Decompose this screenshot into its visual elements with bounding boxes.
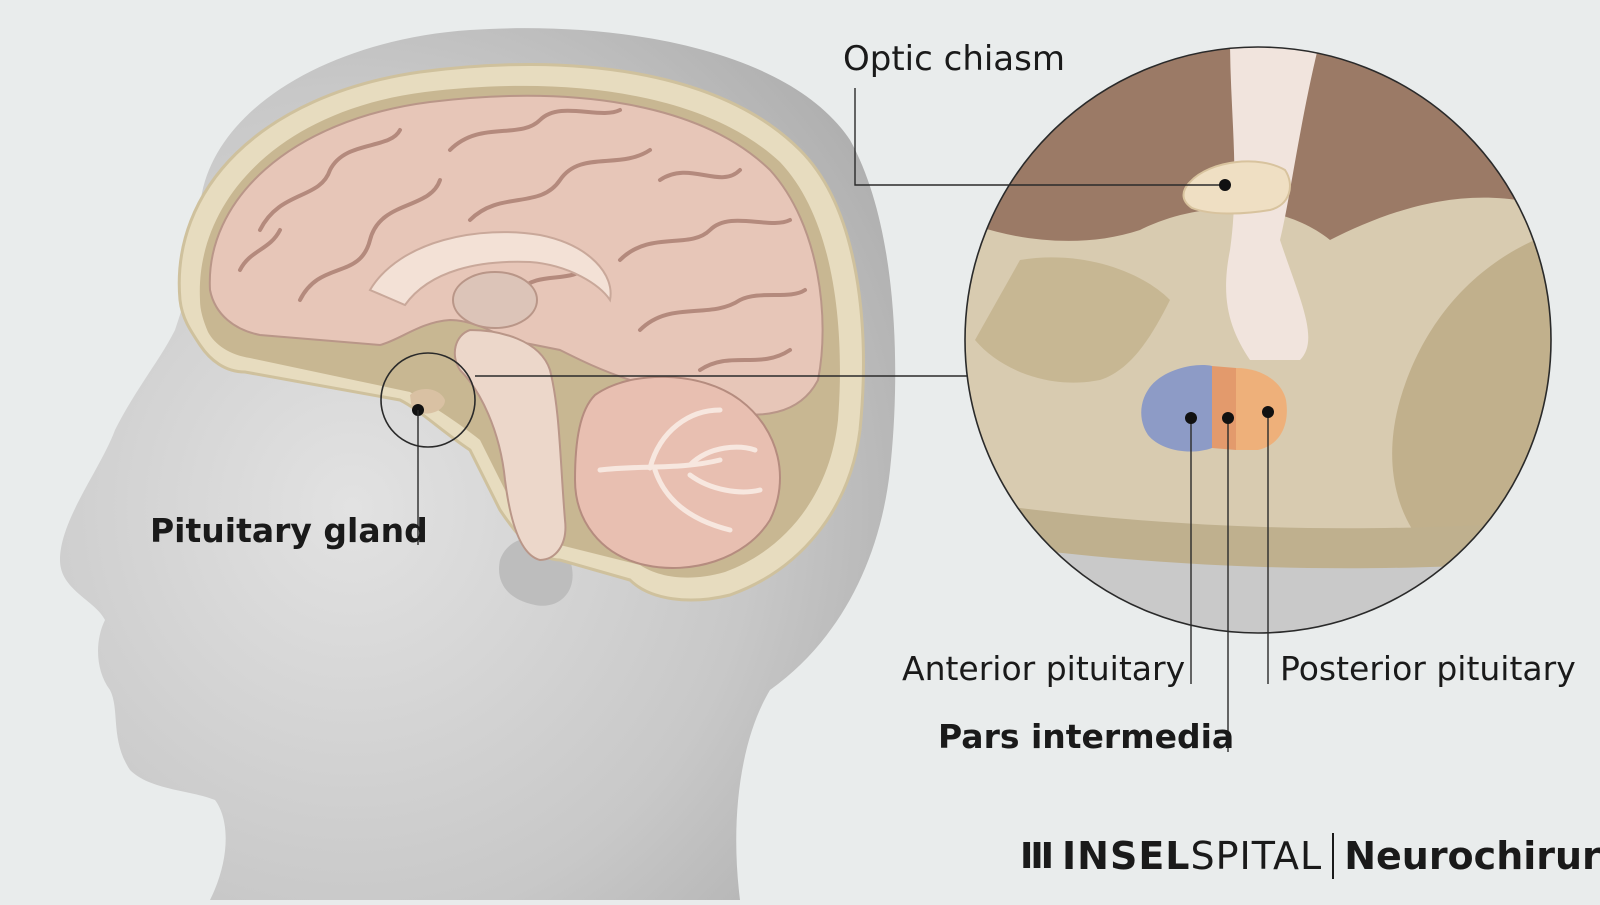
corpus-callosum xyxy=(368,231,612,307)
pituitary-gland-label: Pituitary gland xyxy=(150,511,428,550)
logo-separator xyxy=(1332,833,1335,879)
optic-chiasm-leader xyxy=(854,88,1225,186)
anterior-lobe xyxy=(1141,365,1212,452)
pars-dot xyxy=(1222,412,1234,424)
anterior-pituitary-label: Anterior pituitary xyxy=(902,649,1186,688)
brainstem xyxy=(453,328,567,562)
anterior-dot xyxy=(1185,412,1197,424)
pituitary-circle xyxy=(380,352,476,448)
logo-mark-icon: Ⅲ xyxy=(1020,835,1055,877)
optic-chiasm-dot xyxy=(1219,179,1231,191)
posterior-pituitary-label: Posterior pituitary xyxy=(1280,649,1576,688)
pars-intermedia-lobe xyxy=(1212,366,1236,450)
optic-chiasm-shape xyxy=(1182,160,1291,215)
cerebellum xyxy=(573,375,781,569)
logo-text-insel: INSEL xyxy=(1062,834,1191,878)
logo-department: Neurochirurgie xyxy=(1344,834,1600,878)
pars-intermedia-label: Pars intermedia xyxy=(938,717,1235,756)
optic-chiasm-label: Optic chiasm xyxy=(843,39,1065,79)
thalamus xyxy=(452,271,538,329)
arbor-vitae xyxy=(597,407,763,533)
insel-spital-logo: Ⅲ INSEL SPITAL Neurochirurgie xyxy=(1020,828,1600,884)
zoom-view xyxy=(965,47,1551,633)
logo-text-spital: SPITAL xyxy=(1190,834,1323,878)
posterior-dot xyxy=(1262,406,1274,418)
gyri-lines xyxy=(238,108,807,372)
posterior-lobe xyxy=(1236,368,1287,450)
zoom-circle-border xyxy=(964,46,1552,634)
